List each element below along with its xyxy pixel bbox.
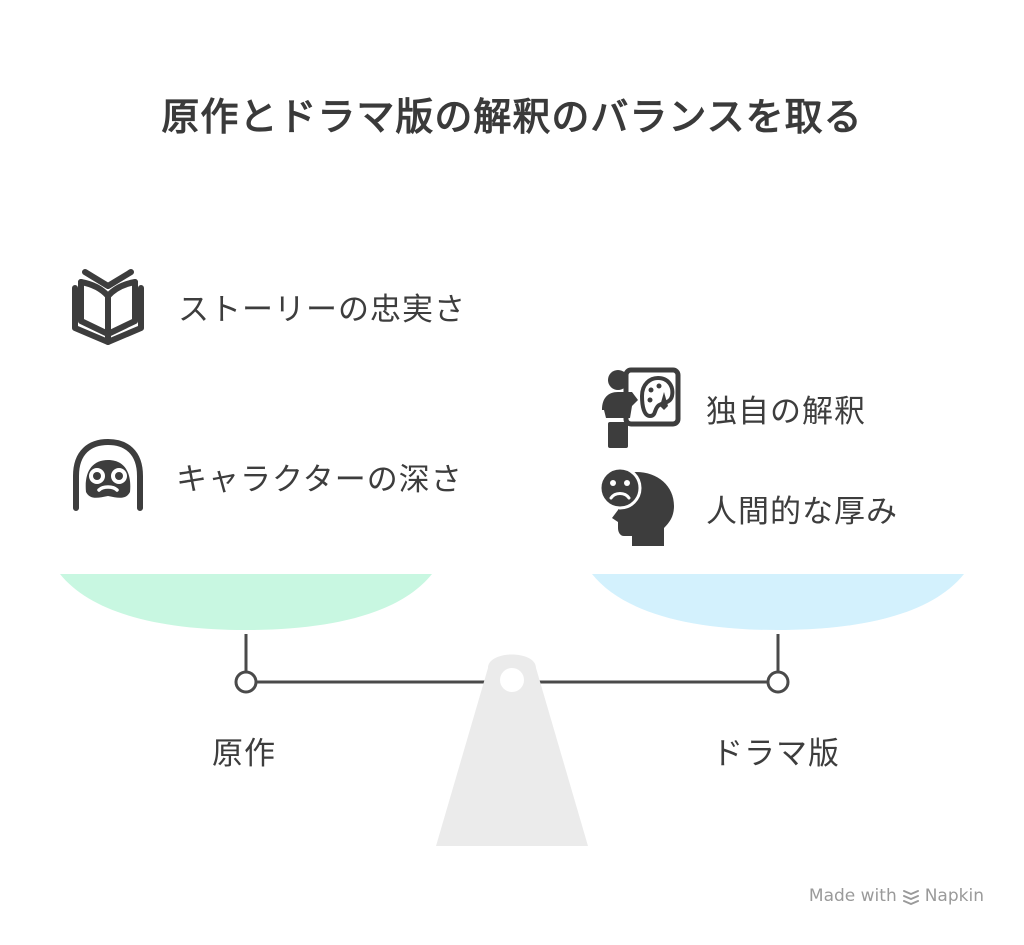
left-pan	[60, 574, 432, 630]
right-joint	[766, 670, 790, 694]
left-item-story-fidelity: ストーリーの忠実さ	[68, 266, 466, 346]
watermark-brand: Napkin	[924, 886, 984, 906]
right-item-label: 人間的な厚み	[706, 493, 898, 530]
left-item-label: ストーリーの忠実さ	[178, 291, 466, 328]
right-pan	[592, 574, 964, 630]
balance-scale	[60, 574, 964, 846]
scale-fulcrum	[436, 654, 588, 846]
right-item-original-interpretation: 独自の解釈	[598, 366, 866, 450]
sad-face-head-icon	[598, 466, 674, 546]
character-face-icon	[73, 438, 143, 511]
watermark-text: Made with	[808, 886, 897, 906]
right-item-human-depth: 人間的な厚み	[598, 466, 898, 550]
left-item-character-depth: キャラクターの深さ	[68, 436, 463, 516]
left-item-label: キャラクターの深さ	[176, 461, 463, 498]
napkin-watermark[interactable]: Made with Napkin	[809, 886, 984, 906]
napkin-logo-icon	[902, 890, 919, 905]
left-side-label: 原作	[212, 736, 276, 772]
open-book-icon	[72, 269, 144, 345]
right-item-label: 独自の解釈	[706, 393, 866, 430]
right-side-label: ドラマ版	[712, 736, 840, 772]
left-joint	[234, 670, 258, 694]
fulcrum-pivot	[500, 668, 524, 692]
page-title: 原作とドラマ版の解釈のバランスを取る	[161, 95, 863, 139]
artist-palette-icon	[602, 367, 681, 448]
